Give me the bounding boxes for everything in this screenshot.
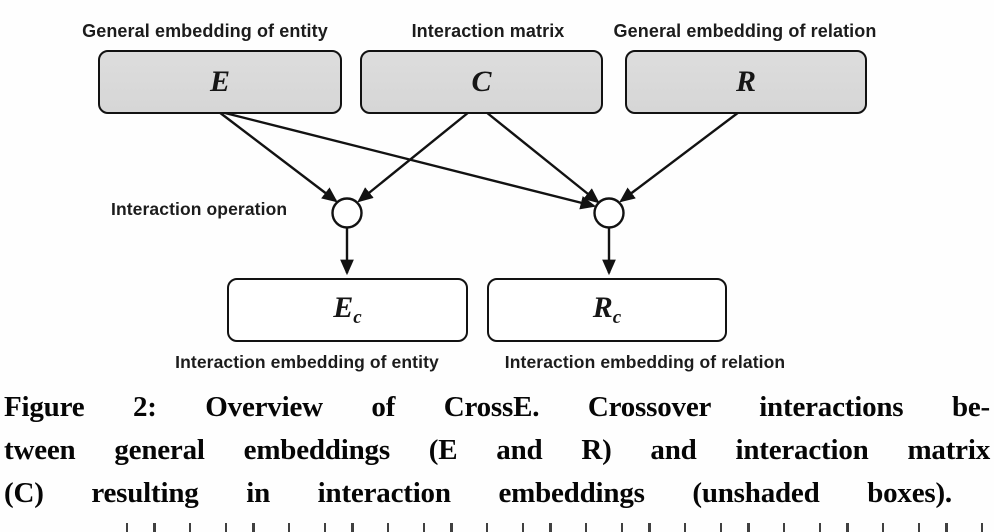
caption-line-3: (C) resulting in interaction embeddings …	[4, 477, 952, 509]
symbol-R: R	[735, 65, 756, 98]
label-interaction-embedding-entity: Interaction embedding of entity	[175, 352, 439, 372]
cropped-text-line	[126, 523, 984, 532]
symbol-Rc: Rc	[592, 291, 622, 328]
entity-interaction-op-circle	[331, 197, 363, 229]
symbol-Ec-subscript: c	[353, 307, 362, 328]
label-general-embedding-entity: General embedding of entity	[82, 21, 328, 41]
node-box-R: R	[625, 50, 867, 114]
figure-caption: Figure 2: Overview of CrossE. Crossover …	[4, 386, 990, 515]
edge-E-to-relation-op	[224, 111, 597, 210]
symbol-Ec: Ec	[333, 291, 362, 328]
caption-line-2: tween general embeddings (E and R) and i…	[4, 434, 990, 466]
node-box-C: C	[360, 50, 603, 114]
caption-line-1: Figure 2: Overview of CrossE. Crossover …	[4, 391, 990, 423]
node-box-Ec: Ec	[227, 278, 468, 342]
label-interaction-embedding-relation: Interaction embedding of relation	[504, 352, 786, 372]
label-interaction-matrix: Interaction matrix	[411, 21, 565, 41]
diagram-edges	[218, 111, 740, 276]
edge-C-to-entity-op	[357, 111, 470, 203]
label-interaction-operation: Interaction operation	[111, 199, 288, 219]
node-box-Rc: Rc	[487, 278, 727, 342]
node-box-E: E	[98, 50, 342, 114]
edge-C-to-relation-op	[485, 111, 600, 204]
edge-E-to-entity-op	[218, 111, 338, 203]
edge-R-to-relation-op	[619, 111, 740, 203]
symbol-E: E	[209, 65, 230, 98]
symbol-Rc-subscript: c	[612, 307, 622, 328]
symbol-C: C	[471, 65, 492, 98]
label-general-embedding-relation: General embedding of relation	[613, 21, 877, 41]
relation-interaction-op-circle	[593, 197, 625, 229]
